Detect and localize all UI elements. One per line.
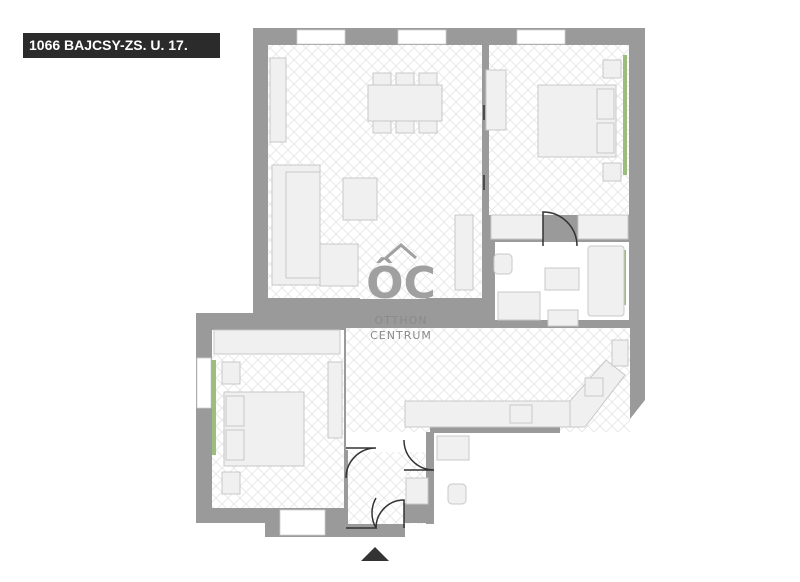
dining-chair (418, 72, 438, 86)
shelf (485, 69, 507, 131)
dining-chair (372, 120, 392, 134)
sink-kitchen (509, 404, 533, 424)
pillow (225, 395, 245, 427)
toilet (493, 253, 513, 275)
logo-roof-icon (385, 243, 417, 260)
toilet-small (447, 483, 467, 505)
pillow (596, 122, 615, 154)
washing-machine (497, 291, 541, 321)
kitchen-counter (404, 400, 571, 428)
otthon-centrum-logo: ÔC OTTHON CENTRUM (366, 243, 436, 342)
desk (327, 361, 343, 439)
shower (436, 435, 470, 461)
nightstand (221, 361, 241, 385)
wardrobe (490, 214, 544, 240)
dining-chair (372, 72, 392, 86)
bathroom-fixtures (493, 245, 625, 327)
tv-console (454, 214, 474, 291)
nightstand (602, 59, 622, 79)
cabinet-entry (405, 477, 429, 505)
left-bedroom-furniture (213, 329, 343, 495)
sink (544, 267, 580, 291)
sofa-chaise (319, 243, 359, 287)
living-room-furniture (269, 57, 507, 291)
windows (196, 29, 566, 536)
wc-fixtures (405, 435, 470, 505)
doors (345, 105, 578, 529)
wardrobe (577, 214, 629, 240)
logo-monogram: ÔC (366, 256, 436, 309)
dining-table (367, 84, 443, 122)
door-bedroom-left (345, 447, 377, 479)
logo-line-2: CENTRUM (370, 329, 432, 342)
kitchen-furniture (404, 339, 629, 428)
armchair (342, 177, 378, 221)
door-bath (542, 211, 578, 247)
triangle-up-icon (361, 547, 389, 561)
stove (584, 377, 604, 397)
kitchen-cabinet (611, 339, 629, 367)
dining-chair (395, 72, 415, 86)
wardrobe-left (213, 329, 341, 355)
pillow (225, 429, 245, 461)
cabinet (547, 309, 579, 327)
wall-cabinet (269, 57, 287, 143)
door-wc (403, 439, 435, 471)
door-entry-2 (375, 499, 405, 529)
sofa-seat (285, 171, 321, 279)
logo-line-1: OTTHON (374, 314, 427, 327)
dining-chair (395, 120, 415, 134)
bathtub (587, 245, 625, 317)
nightstand (221, 471, 241, 495)
pillow (596, 88, 615, 120)
nightstand (602, 162, 622, 182)
dining-chair (418, 120, 438, 134)
address-label: 1066 BAJCSY-ZS. U. 17. (23, 33, 220, 58)
